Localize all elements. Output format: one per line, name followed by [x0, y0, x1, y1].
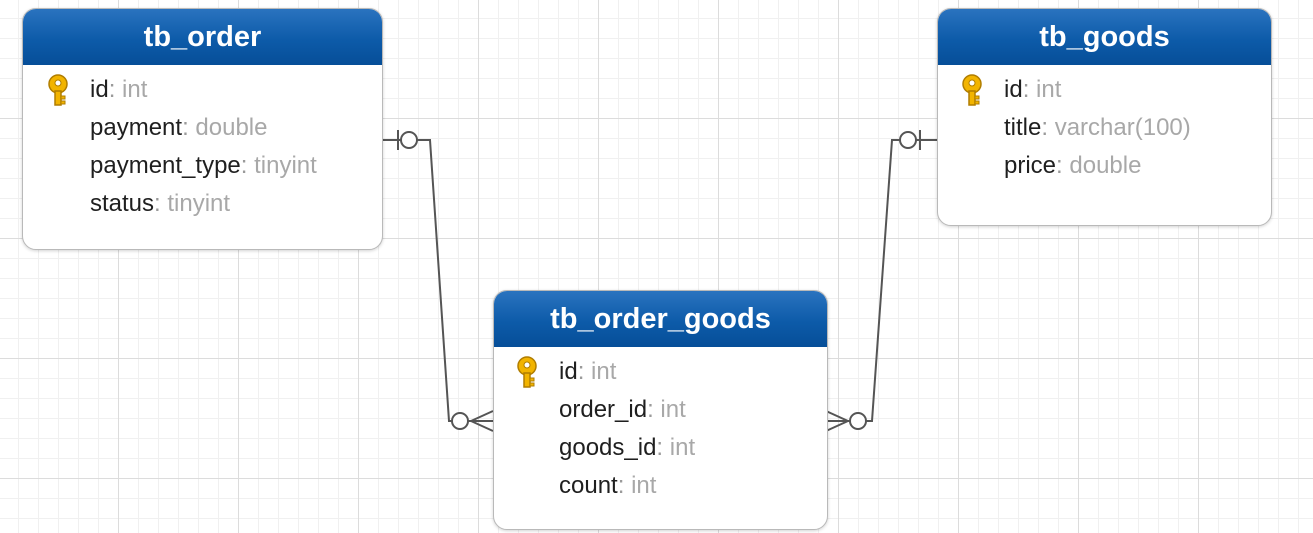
- relationship-goods-to-order-goods[interactable]: [825, 130, 937, 432]
- crowfoot-marker: [470, 420, 494, 432]
- entity-title: tb_order: [23, 9, 382, 65]
- entity-tb-order-goods[interactable]: tb_order_goods id: int order_id: int goo…: [493, 290, 828, 530]
- attribute-type: int: [122, 76, 148, 103]
- attribute-separator: :: [1056, 152, 1070, 179]
- attribute-row[interactable]: payment: double: [23, 109, 382, 147]
- attribute-name: id: [559, 358, 578, 385]
- key-icon: [962, 74, 982, 106]
- attribute-list: id: int title: varchar(100) price: doubl…: [938, 65, 1271, 185]
- attribute-row[interactable]: id: int: [494, 353, 827, 391]
- crowfoot-marker: [825, 410, 849, 422]
- attribute-row[interactable]: count: int: [494, 467, 827, 505]
- entity-tb-order[interactable]: tb_order id: int payment: double payment…: [22, 8, 383, 250]
- attribute-name: id: [1004, 76, 1023, 103]
- attribute-name: status: [90, 190, 155, 217]
- attribute-separator: :: [656, 434, 670, 461]
- crowfoot-marker: [825, 420, 849, 432]
- key-icon: [517, 356, 537, 388]
- zero-circle-marker: [899, 131, 917, 149]
- attribute-separator: :: [647, 396, 661, 423]
- attribute-separator: :: [1022, 76, 1037, 103]
- attribute-row[interactable]: payment_type: tinyint: [23, 147, 382, 185]
- attribute-row[interactable]: title: varchar(100): [938, 109, 1271, 147]
- attribute-separator: :: [108, 76, 123, 103]
- attribute-type: varchar(100): [1054, 114, 1191, 141]
- attribute-type: double: [195, 114, 268, 141]
- key-icon: [48, 74, 68, 106]
- entity-title: tb_order_goods: [494, 291, 827, 347]
- attribute-name: count: [559, 472, 618, 499]
- attribute-name: payment: [90, 114, 183, 141]
- entity-tb-goods[interactable]: tb_goods id: int title: varchar(100) pri…: [937, 8, 1272, 226]
- attribute-type: double: [1069, 152, 1142, 179]
- attribute-name: id: [90, 76, 109, 103]
- relationship-order-to-order-goods[interactable]: [381, 130, 494, 432]
- attribute-row[interactable]: price: double: [938, 147, 1271, 185]
- attribute-row[interactable]: status: tinyint: [23, 185, 382, 223]
- attribute-list: id: int payment: double payment_type: ti…: [23, 65, 382, 223]
- attribute-type: int: [669, 434, 696, 461]
- crowfoot-marker: [470, 410, 494, 422]
- attribute-separator: :: [182, 114, 196, 141]
- attribute-row[interactable]: id: int: [938, 71, 1271, 109]
- attribute-name: title: [1004, 114, 1042, 141]
- connector-line: [826, 139, 937, 422]
- attribute-list: id: int order_id: int goods_id: int coun…: [494, 347, 827, 505]
- connector-line: [381, 139, 493, 422]
- attribute-row[interactable]: goods_id: int: [494, 429, 827, 467]
- attribute-type: tinyint: [167, 190, 231, 217]
- attribute-name: order_id: [559, 396, 648, 423]
- attribute-separator: :: [154, 190, 168, 217]
- attribute-type: int: [631, 472, 657, 499]
- attribute-type: int: [660, 396, 686, 423]
- zero-circle-marker: [849, 412, 867, 430]
- entity-title: tb_goods: [938, 9, 1271, 65]
- attribute-separator: :: [617, 472, 632, 499]
- attribute-type: int: [591, 358, 617, 385]
- attribute-name: payment_type: [90, 152, 241, 179]
- attribute-separator: :: [1041, 114, 1055, 141]
- attribute-separator: :: [577, 358, 592, 385]
- attribute-name: price: [1004, 152, 1057, 179]
- zero-circle-marker: [451, 412, 469, 430]
- attribute-type: tinyint: [254, 152, 317, 179]
- attribute-type: int: [1036, 76, 1062, 103]
- attribute-name: goods_id: [559, 434, 657, 461]
- attribute-row[interactable]: id: int: [23, 71, 382, 109]
- attribute-separator: :: [240, 152, 255, 179]
- zero-circle-marker: [400, 131, 418, 149]
- attribute-row[interactable]: order_id: int: [494, 391, 827, 429]
